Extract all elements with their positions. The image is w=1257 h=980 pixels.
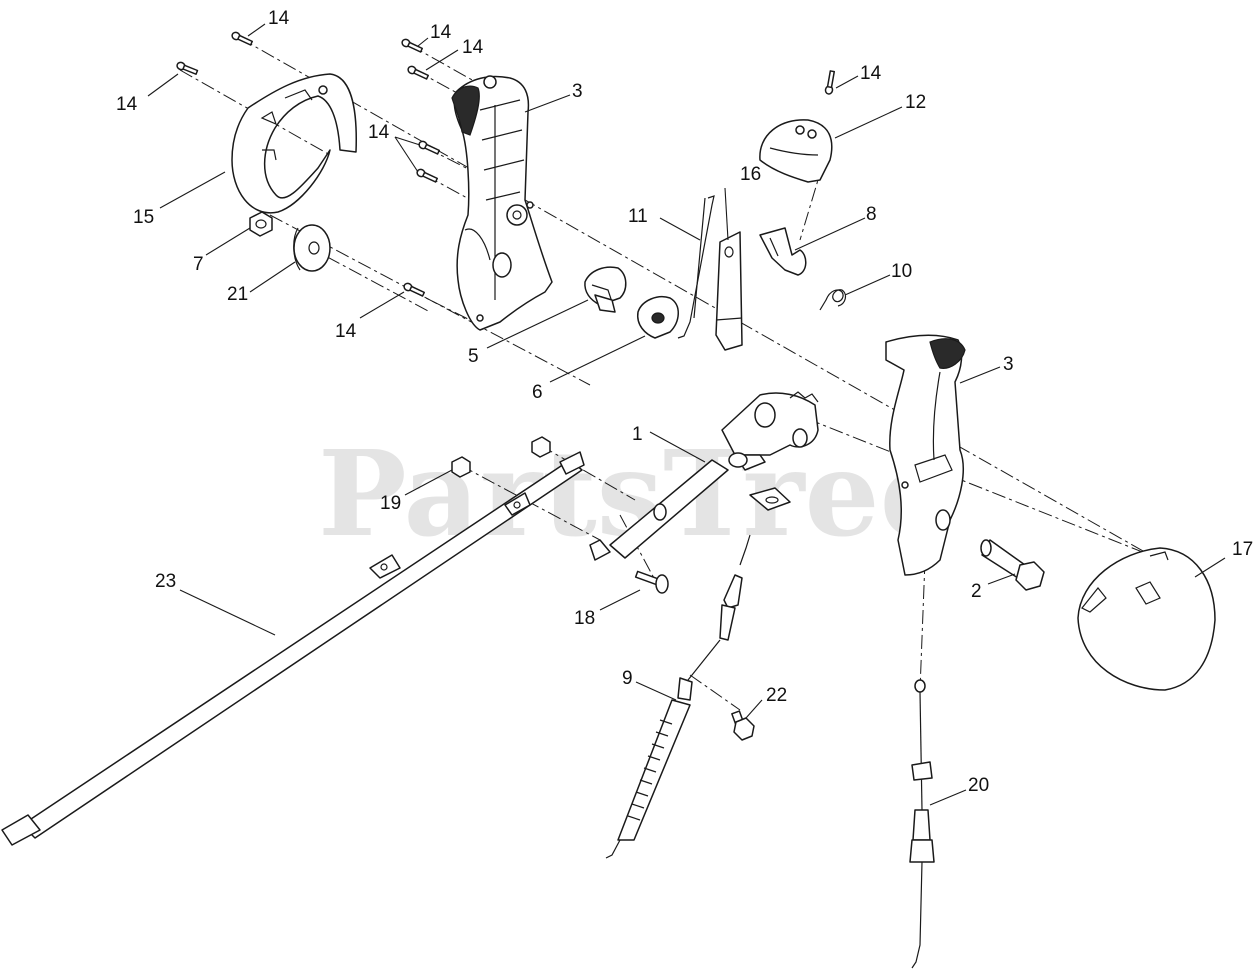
bushing-2 — [980, 539, 1045, 591]
callout-14: 14 — [116, 94, 138, 115]
callout-22: 22 — [766, 685, 787, 706]
callout-labels: 14 14 14 14 14 14 14 3 12 16 11 8 10 15 … — [116, 8, 1253, 796]
cover-15 — [231, 73, 357, 214]
cover-17 — [1077, 547, 1216, 691]
callout-14: 14 — [368, 122, 390, 143]
clip-5 — [584, 266, 627, 313]
callout-9: 9 — [622, 668, 633, 689]
callout-12: 12 — [905, 92, 926, 113]
pin-18 — [634, 570, 669, 594]
washer-21 — [293, 224, 331, 272]
cable-20 — [909, 679, 935, 969]
callout-7: 7 — [193, 254, 204, 275]
callout-14: 14 — [430, 22, 452, 43]
bolt-22 — [731, 710, 755, 741]
screws-14 — [176, 31, 836, 297]
cable-9 — [605, 534, 751, 859]
callout-16: 16 — [740, 164, 761, 185]
callout-14: 14 — [335, 321, 357, 342]
callout-5: 5 — [468, 346, 479, 367]
knob-8 — [759, 227, 807, 276]
callout-8: 8 — [866, 204, 877, 225]
callout-6: 6 — [532, 382, 543, 403]
rod-23 — [1, 451, 585, 846]
spring-wire-11 — [677, 195, 715, 339]
plate-16 — [715, 231, 743, 351]
clip-6 — [636, 296, 679, 339]
callout-17: 17 — [1232, 539, 1253, 560]
spring-10 — [819, 289, 847, 311]
callout-14: 14 — [268, 8, 290, 29]
callout-10: 10 — [891, 261, 912, 282]
leader-lines — [147, 23, 1226, 806]
nuts-19 — [451, 436, 551, 478]
housing-3-right — [885, 334, 966, 576]
callout-18: 18 — [574, 608, 595, 629]
callout-2: 2 — [971, 581, 982, 602]
callout-21: 21 — [227, 284, 248, 305]
lever-bracket-1 — [589, 391, 819, 561]
callout-3: 3 — [1003, 354, 1014, 375]
callout-23: 23 — [155, 571, 176, 592]
callout-1: 1 — [632, 424, 643, 445]
callout-20: 20 — [968, 775, 989, 796]
cap-12 — [759, 119, 833, 183]
callout-14: 14 — [860, 63, 882, 84]
nut-7 — [249, 211, 273, 237]
callout-15: 15 — [133, 207, 154, 228]
callout-14: 14 — [462, 37, 484, 58]
callout-11: 11 — [628, 206, 648, 227]
housing-3-left — [451, 75, 553, 331]
callout-3: 3 — [572, 81, 583, 102]
callout-19: 19 — [380, 493, 401, 514]
